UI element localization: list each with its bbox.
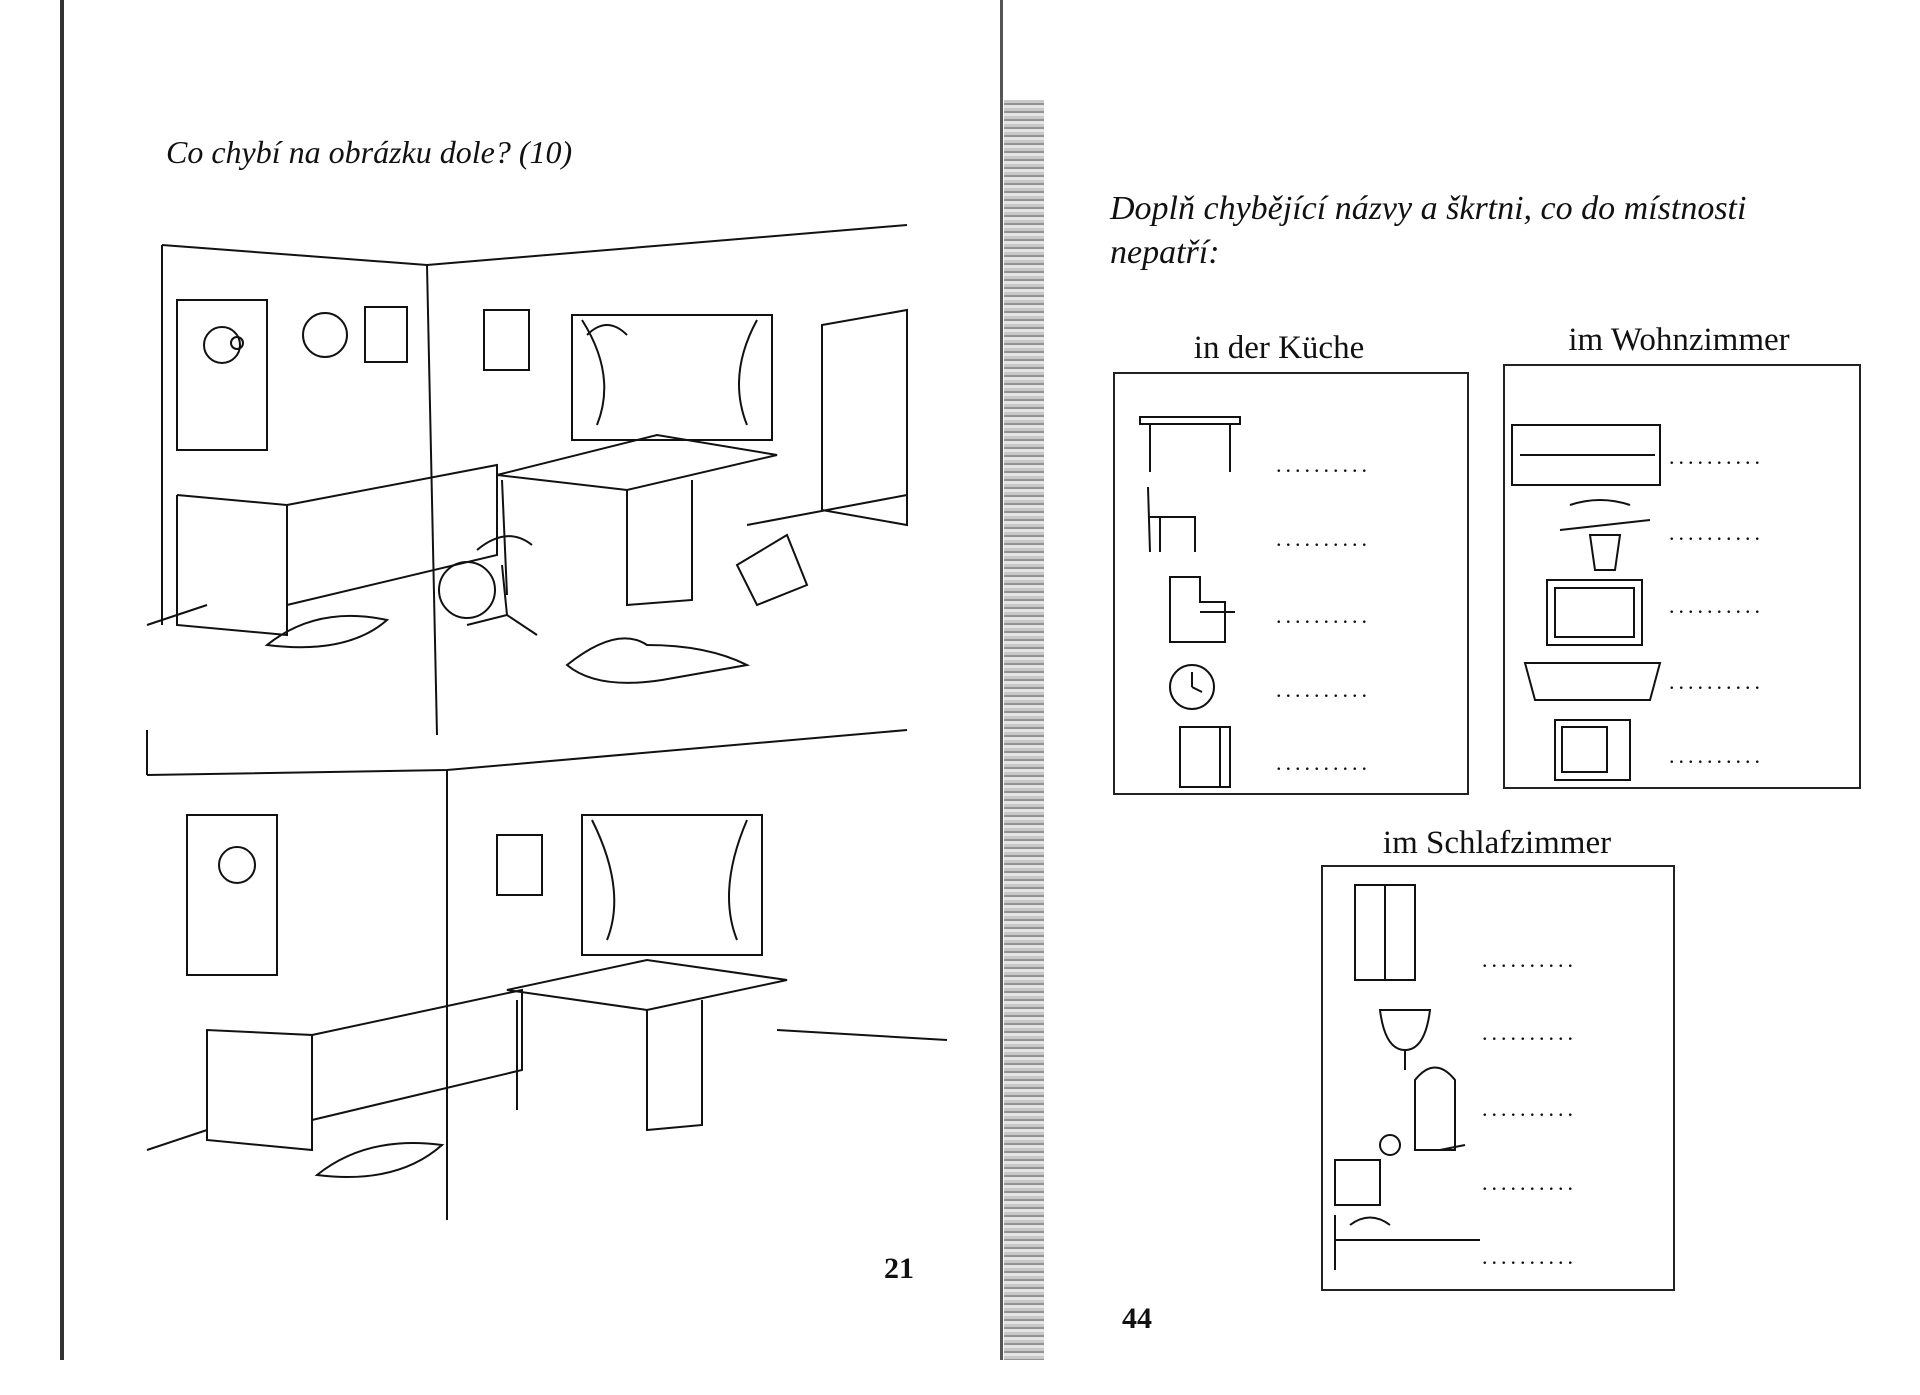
instruction-line-2: nepatří: bbox=[1110, 234, 1220, 271]
calendar-icon bbox=[1179, 726, 1231, 788]
nightstand-icon bbox=[1334, 1134, 1401, 1206]
wardrobe-icon bbox=[1354, 884, 1416, 981]
kitchen-icons bbox=[1139, 416, 1241, 788]
sofa-icon bbox=[1511, 424, 1661, 486]
skateboard bbox=[314, 1142, 445, 1178]
right-page-number: 44 bbox=[1122, 1302, 1152, 1335]
room-box-kitchen bbox=[1113, 372, 1469, 795]
answer-blank[interactable]: .......... bbox=[1669, 593, 1764, 618]
skateboard bbox=[264, 614, 390, 649]
room-label-kitchen: in der Küche bbox=[1193, 330, 1365, 366]
answer-blank[interactable]: .......... bbox=[1669, 669, 1764, 694]
room-label-bedroom: im Schlafzimmer bbox=[1382, 825, 1612, 861]
scan-shadow bbox=[1004, 100, 1044, 1360]
bathtub-icon bbox=[1523, 662, 1662, 701]
table-icon bbox=[1139, 416, 1241, 472]
answer-blank[interactable]: .......... bbox=[1276, 526, 1371, 551]
ball bbox=[438, 561, 496, 619]
bed-icon bbox=[1334, 1215, 1480, 1270]
bedroom-icons bbox=[1334, 884, 1480, 1270]
room-box-living-room bbox=[1503, 364, 1861, 789]
answer-blank[interactable]: .......... bbox=[1482, 1020, 1577, 1045]
answer-blank[interactable]: .......... bbox=[1669, 520, 1764, 545]
answer-blank[interactable]: .......... bbox=[1669, 444, 1764, 469]
sink-icon bbox=[1378, 1009, 1432, 1070]
piano-icon bbox=[1169, 576, 1235, 643]
room-picture-incomplete bbox=[146, 729, 948, 1220]
bag bbox=[735, 533, 809, 607]
instruction-line-1: Doplň chybějící názvy a škrtni, co do mí… bbox=[1110, 190, 1747, 227]
answer-blank[interactable]: .......... bbox=[1669, 743, 1764, 768]
plant-icon bbox=[1559, 499, 1651, 571]
page-divider bbox=[1000, 0, 1003, 1360]
mirror bbox=[821, 308, 908, 527]
left-page-title: Co chybí na obrázku dole? (10) bbox=[166, 134, 573, 170]
living-room-icons bbox=[1511, 424, 1662, 781]
answer-blank[interactable]: .......... bbox=[1482, 1170, 1577, 1195]
answer-blank[interactable]: .......... bbox=[1276, 677, 1371, 702]
answer-blank[interactable]: .......... bbox=[1276, 452, 1371, 477]
bear-poster bbox=[186, 814, 278, 976]
answer-blank[interactable]: .......... bbox=[1276, 603, 1371, 628]
window bbox=[571, 314, 773, 441]
answer-blank[interactable]: .......... bbox=[1482, 947, 1577, 972]
chair-icon bbox=[1147, 486, 1196, 553]
left-page-number: 21 bbox=[884, 1252, 914, 1285]
page-spine bbox=[60, 0, 64, 1360]
mirror-icon bbox=[1414, 1066, 1466, 1151]
answer-blank[interactable]: .......... bbox=[1276, 750, 1371, 775]
room-label-living-room: im Wohnzimmer bbox=[1568, 322, 1790, 358]
answer-blank[interactable]: .......... bbox=[1482, 1096, 1577, 1121]
bear-poster bbox=[176, 299, 268, 451]
cat bbox=[565, 637, 751, 684]
clock-icon bbox=[1169, 664, 1215, 710]
room-picture-complete bbox=[146, 224, 908, 736]
answer-blank[interactable]: .......... bbox=[1482, 1244, 1577, 1269]
wall-clock bbox=[302, 312, 348, 358]
window bbox=[581, 814, 763, 956]
tv-icon bbox=[1554, 719, 1631, 781]
room-box-bedroom bbox=[1321, 865, 1675, 1291]
picture-icon bbox=[1546, 579, 1643, 646]
